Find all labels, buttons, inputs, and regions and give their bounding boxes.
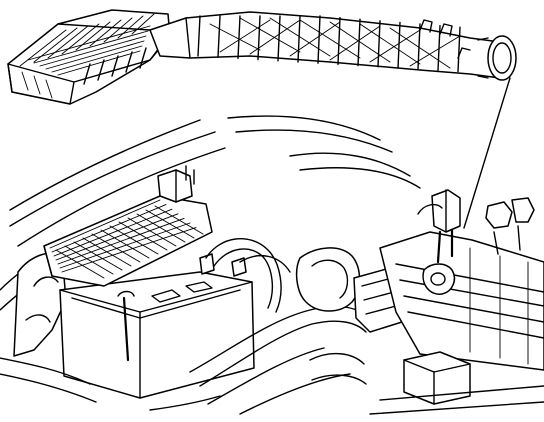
- duct-rib: [197, 15, 201, 57]
- grille-line: [64, 245, 114, 275]
- duct-rib: [337, 16, 341, 66]
- grid-line: [57, 50, 141, 76]
- left-lower-frame: [0, 357, 221, 411]
- grille-line: [73, 241, 123, 271]
- grid-line: [131, 13, 155, 35]
- duct-rib: [297, 15, 301, 63]
- grid-line: [51, 45, 143, 73]
- intake-duct: [149, 11, 501, 79]
- grille-line: [55, 249, 105, 279]
- grille-line: [61, 227, 197, 273]
- battery-cables: [205, 238, 291, 313]
- grille-line: [53, 208, 173, 257]
- grille-line: [59, 222, 191, 269]
- grid-line: [33, 30, 149, 64]
- throttle-bracket: [417, 189, 461, 264]
- duct-rib: [257, 15, 261, 61]
- duct-rib: [277, 15, 281, 62]
- duct-rib: [317, 15, 321, 64]
- battery: [59, 253, 255, 399]
- duct-rib: [397, 21, 401, 69]
- grid-line: [103, 17, 133, 43]
- grid-line: [117, 15, 144, 39]
- battery-shroud: [43, 165, 213, 287]
- duct-end-ring: [477, 35, 517, 81]
- grille-line: [57, 217, 185, 265]
- grille-line: [136, 213, 186, 243]
- duct-rib: [457, 26, 461, 73]
- lower-bracket: [369, 351, 544, 415]
- grille-line: [145, 209, 195, 239]
- grille-line: [49, 199, 161, 249]
- grille-line: [91, 233, 141, 263]
- grid-line: [27, 25, 151, 61]
- intake-duct-ribs: [197, 15, 461, 73]
- duct-rib: [217, 15, 221, 58]
- grille-line: [127, 217, 177, 247]
- air-cleaner-grid: [19, 13, 155, 76]
- leader-line: [463, 77, 511, 229]
- grid-line: [39, 35, 147, 67]
- grid-line: [45, 40, 145, 70]
- duct-rib: [357, 18, 361, 67]
- engine-block: [379, 197, 544, 371]
- duct-rib: [417, 23, 421, 70]
- battery-shroud-grille: [49, 199, 204, 279]
- grille-line: [51, 204, 167, 253]
- duct-rib: [237, 15, 241, 60]
- air-cleaner-housing: [7, 9, 171, 105]
- duct-rib: [377, 20, 381, 68]
- grille-line: [55, 213, 179, 261]
